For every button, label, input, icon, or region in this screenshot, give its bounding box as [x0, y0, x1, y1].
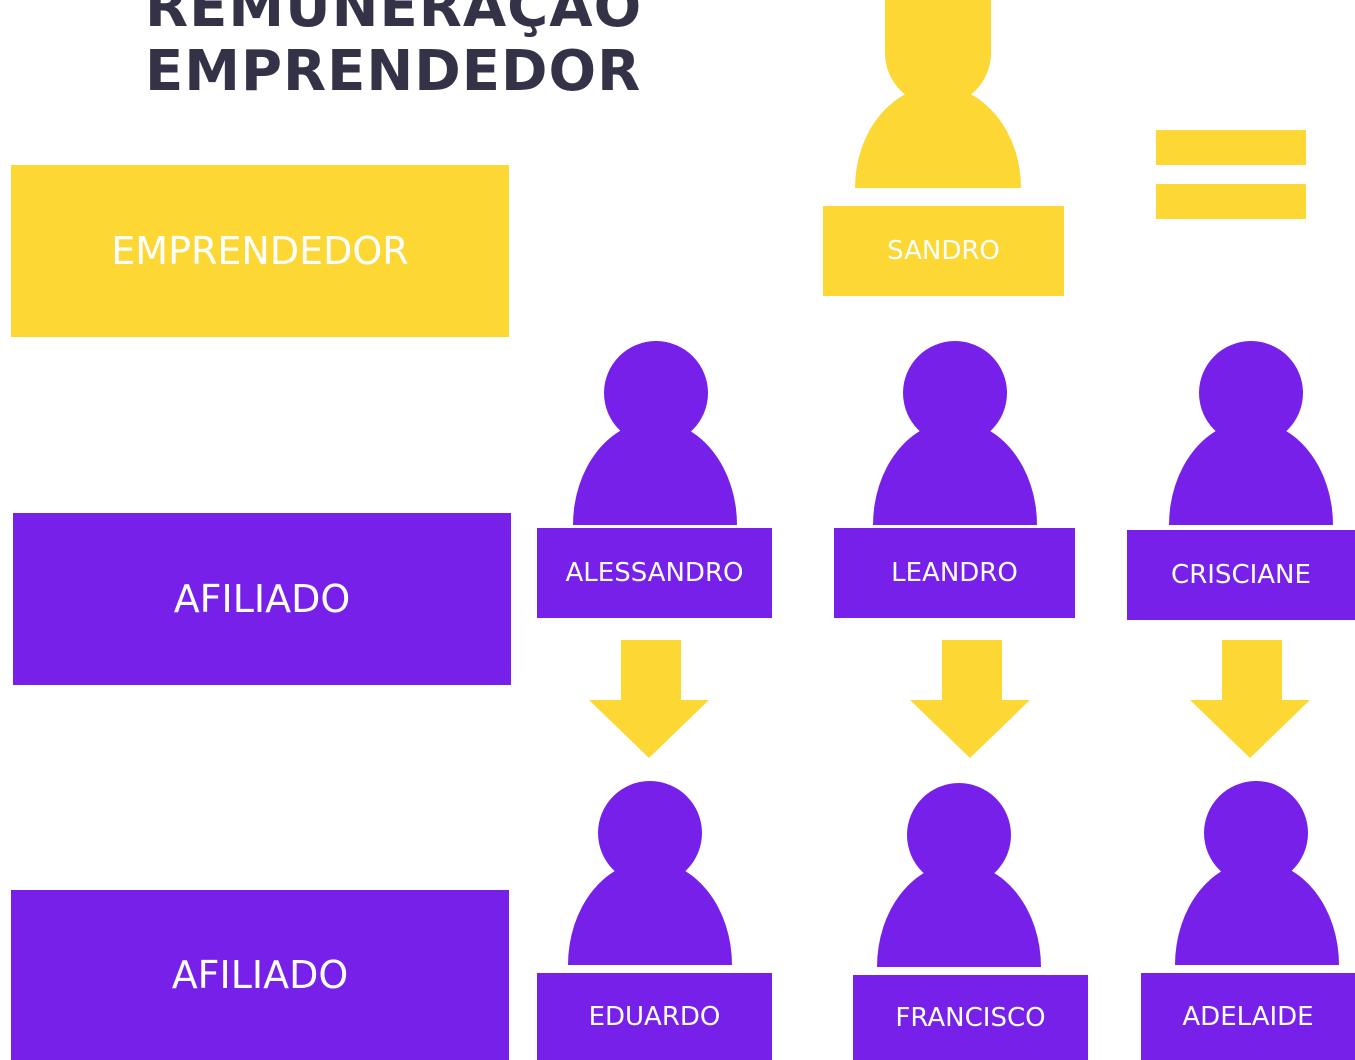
role-box-entrepreneur: EMPRENDEDOR	[11, 165, 509, 337]
person-icon	[1175, 781, 1339, 965]
arrow-down-icon	[1190, 640, 1310, 758]
role-label-affiliate-1: AFILIADO	[173, 577, 351, 621]
name-box-eduardo: EDUARDO	[537, 973, 772, 1060]
arrow-down-icon	[910, 640, 1030, 758]
page-title: REMUNERAÇÃO EMPRENDEDOR	[145, 0, 642, 104]
name-label-crisciane: CRISCIANE	[1171, 560, 1311, 590]
name-box-adelaide: ADELAIDE	[1141, 973, 1355, 1060]
person-icon	[877, 783, 1041, 967]
person-icon	[855, 0, 1021, 190]
arrow-down-icon	[589, 640, 709, 758]
name-box-alessandro: ALESSANDRO	[537, 528, 772, 618]
name-box-francisco: FRANCISCO	[853, 975, 1088, 1060]
role-box-affiliate-2: AFILIADO	[11, 890, 509, 1060]
role-label-entrepreneur: EMPRENDEDOR	[111, 229, 409, 273]
name-box-leandro: LEANDRO	[834, 528, 1075, 618]
name-box-sandro: SANDRO	[823, 206, 1064, 296]
name-label-eduardo: EDUARDO	[588, 1001, 721, 1032]
name-label-sandro: SANDRO	[887, 236, 1000, 266]
name-label-leandro: LEANDRO	[891, 558, 1018, 588]
role-label-affiliate-2: AFILIADO	[171, 953, 349, 997]
name-label-alessandro: ALESSANDRO	[565, 558, 744, 588]
person-icon	[573, 341, 737, 525]
person-icon	[568, 781, 732, 965]
name-box-crisciane: CRISCIANE	[1127, 530, 1355, 620]
title-line-1: REMUNERAÇÃO	[145, 0, 643, 40]
person-icon	[1169, 341, 1333, 525]
role-box-affiliate-1: AFILIADO	[13, 513, 511, 685]
title-line-2: EMPRENDEDOR	[145, 39, 642, 104]
person-icon	[873, 341, 1037, 525]
name-label-adelaide: ADELAIDE	[1182, 1001, 1314, 1032]
name-label-francisco: FRANCISCO	[895, 1002, 1046, 1033]
